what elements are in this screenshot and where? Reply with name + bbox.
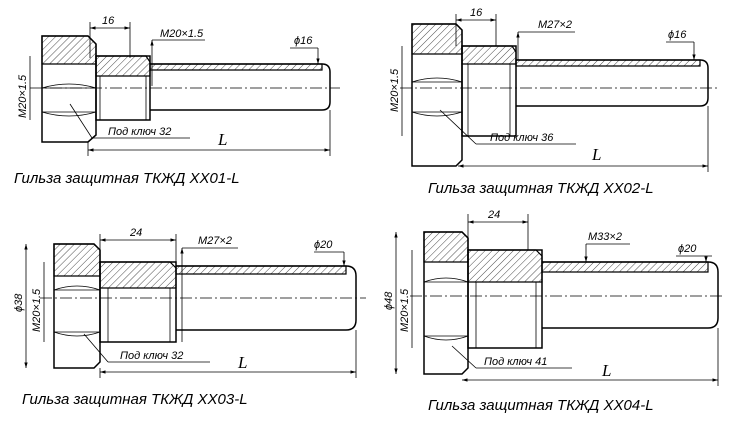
caption-xx03: Гильза защитная ТКЖД XX03-L — [22, 391, 248, 408]
length-xx03: L — [237, 353, 247, 372]
caption-xx01: Гильза защитная ТКЖД XX01-L — [14, 170, 240, 187]
drawing-xx01: 16 M20×1.5 ϕ16 M20×1.5 Под ключ 32 L Гил… — [14, 15, 340, 187]
wrench-xx03: Под ключ 32 — [120, 350, 183, 362]
length-xx02: L — [591, 145, 601, 164]
drawing-xx03: 24 M27×2 ϕ20 ϕ38 M20×1.5 Под ключ 32 L Г… — [13, 227, 366, 408]
thread-label-xx04: M33×2 — [588, 231, 622, 243]
body-thread-xx04: M20×1.5 — [399, 288, 411, 332]
thread-label-xx02: M27×2 — [538, 19, 572, 31]
wrench-xx01: Под ключ 32 — [108, 126, 171, 138]
caption-xx02: Гильза защитная ТКЖД XX02-L — [428, 180, 654, 197]
body-thread-xx01: M20×1.5 — [17, 74, 29, 118]
drawing-xx04: 24 M33×2 ϕ20 ϕ48 M20×1.5 Под ключ 41 L Г… — [383, 209, 724, 414]
drawing-xx02: 16 M27×2 ϕ16 M20×1.5 Под ключ 36 L Гильз… — [389, 7, 718, 197]
thread-label-xx01: M20×1.5 — [160, 28, 204, 40]
thread-label-xx03: M27×2 — [198, 235, 232, 247]
tip-diameter-xx03: ϕ20 — [314, 239, 333, 251]
dim-top-xx04: 24 — [487, 209, 500, 221]
body-thread-xx02: M20×1.5 — [389, 68, 401, 112]
wrench-xx02: Под ключ 36 — [490, 132, 554, 144]
dim-top-xx03: 24 — [129, 227, 142, 239]
head-diameter-xx03: ϕ38 — [13, 293, 25, 312]
dim-top-xx02: 16 — [470, 7, 483, 19]
length-xx04: L — [601, 361, 611, 380]
length-xx01: L — [217, 130, 227, 149]
head-diameter-xx04: ϕ48 — [383, 291, 395, 310]
tip-diameter-xx04: ϕ20 — [678, 243, 697, 255]
body-thread-xx03: M20×1.5 — [31, 288, 43, 332]
caption-xx04: Гильза защитная ТКЖД XX04-L — [428, 397, 654, 414]
dim-top-xx01: 16 — [102, 15, 115, 27]
tip-diameter-xx01: ϕ16 — [294, 35, 313, 47]
wrench-xx04: Под ключ 41 — [484, 356, 547, 368]
tip-diameter-xx02: ϕ16 — [668, 29, 687, 41]
